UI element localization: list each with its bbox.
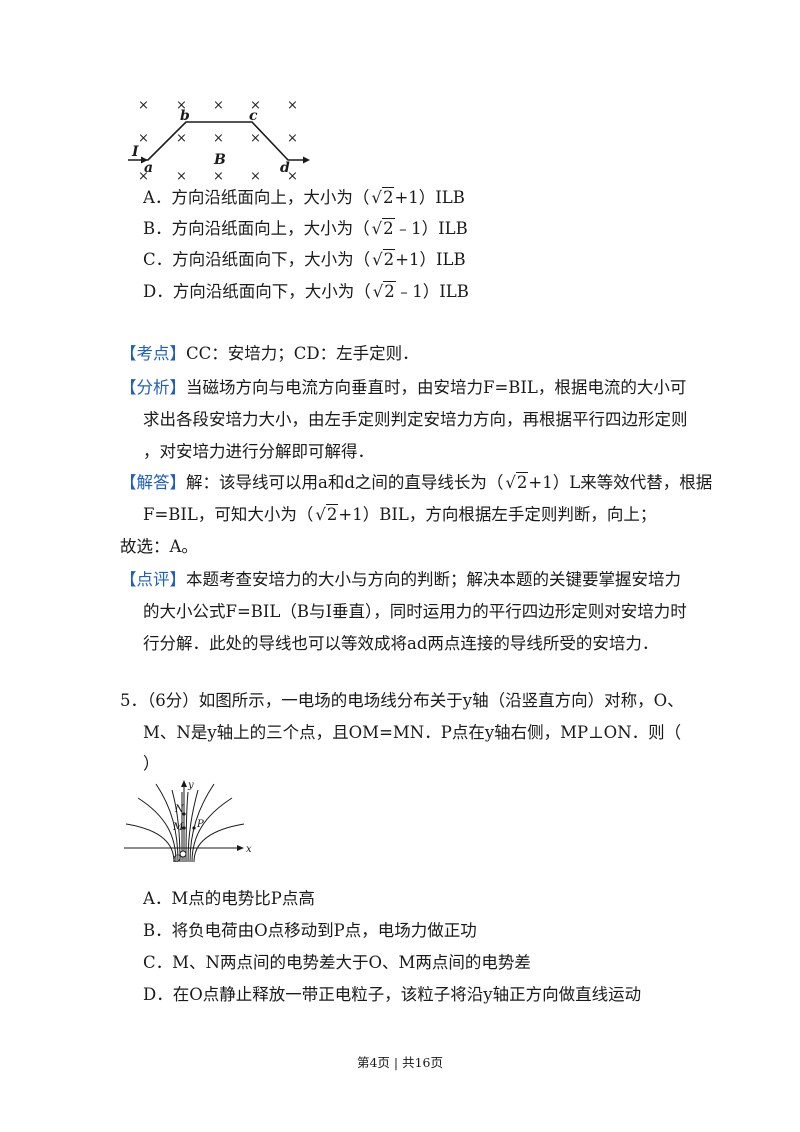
label-P: P (196, 819, 204, 830)
dianping-line-3: 行分解．此处的导线也可以等效成将ad两点连接的导线所受的安培力． (143, 634, 659, 653)
field-cross: × (213, 131, 224, 146)
jieda-tag: 【解答】 (120, 473, 186, 492)
q5-option-a: A．M点的电势比P点高 (143, 889, 315, 908)
q5-stem-line-1: 5．（6分）如图所示，一电场的电场线分布关于y轴（沿竖直方向）对称，O、 (120, 691, 684, 710)
field-cross: × (138, 169, 149, 184)
q4-option-c: C．方向沿纸面向下，大小为（√2+1）ILB (143, 249, 466, 269)
label-a: a (144, 160, 153, 176)
field-line (189, 783, 215, 863)
sqrt-symbol: √2 (371, 218, 395, 238)
field-line (193, 823, 245, 863)
field-cross: × (176, 131, 187, 146)
point-M (182, 826, 186, 830)
x-axis-arrow (237, 845, 244, 851)
current-arrow-right (303, 156, 310, 164)
fenxi-line-2: 求出各段安培力大小，由左手定则判定安培力方向，再根据平行四边形定则 (143, 410, 688, 429)
sqrt-symbol: √2 (372, 281, 396, 301)
field-cross: × (287, 169, 298, 184)
field-line (137, 797, 177, 863)
field-cross: × (213, 169, 224, 184)
label-N: N (174, 804, 185, 815)
sqrt-symbol: √2 (372, 249, 396, 269)
field-cross: × (250, 98, 261, 113)
point-N (182, 812, 186, 816)
dianping-line-1: 【点评】本题考查安培力的大小与方向的判断；解决本题的关键要掌握安培力 (120, 570, 681, 589)
field-line (187, 789, 199, 863)
dianping-tag: 【点评】 (120, 570, 186, 589)
field-cross: × (287, 98, 298, 113)
fenxi-line-1: 【分析】当磁场方向与电流方向垂直时，由安培力F=BIL，根据电流的大小可 (120, 378, 687, 397)
field-cross: × (250, 169, 261, 184)
q5-option-b: B．将负电荷由O点移动到P点，电场力做正功 (143, 921, 477, 940)
q5-option-d: D．在O点静止释放一带正电粒子，该粒子将沿y轴正方向做直线运动 (143, 985, 642, 1004)
magnetic-field-crosses: × × × × × × × × × × × × × × × (138, 98, 298, 184)
q5-stem-line-3: ） (143, 754, 160, 773)
jieda-line-1: 【解答】解：该导线可以用a和d之间的直导线长为（√2+1）L来等效代替，根据 (120, 472, 713, 492)
label-x: x (246, 844, 252, 855)
jieda-line-2: F=BIL，可知大小为（√2+1）BIL，方向根据左手定则判断，向上； (143, 504, 657, 524)
field-line (125, 823, 175, 863)
page-footer: 第4页 | 共16页 (356, 1055, 444, 1070)
q4-option-a: A．方向沿纸面向上，大小为（√2+1）ILB (143, 187, 465, 207)
label-O: O (173, 854, 181, 864)
kaodian-section: 【考点】CC：安培力；CD：左手定则． (120, 344, 419, 363)
field-cross: × (138, 131, 149, 146)
q5-stem-line-2: M、N是y轴上的三个点，且OM=MN．P点在y轴右侧，MP⊥ON．则（ (143, 723, 682, 742)
field-line (155, 783, 179, 863)
label-y: y (187, 780, 194, 791)
fenxi-tag: 【分析】 (120, 378, 186, 397)
label-B: B (213, 152, 226, 168)
fenxi-line-3: ，对安培力进行分解即可解得． (143, 442, 374, 461)
sqrt-symbol: √2 (505, 472, 529, 492)
field-cross: × (176, 169, 187, 184)
dianping-line-2: 的大小公式F=BIL（B与I垂直），同时运用力的平行四边形定则对安培力时 (143, 602, 687, 621)
q4-option-b: B．方向沿纸面向上，大小为（√2﹣1）ILB (143, 218, 468, 238)
point-P (192, 826, 196, 830)
label-M: M (172, 822, 184, 833)
jieda-line-3: 故选：A。 (120, 537, 198, 556)
field-line (185, 791, 189, 863)
current-arrow-left (141, 156, 148, 164)
wire-magnetic-field-figure: × × × × × × × × × × × × × × × I a b c d … (128, 98, 310, 184)
field-cross: × (138, 98, 149, 113)
electric-field-figure: y x N M P O (124, 780, 252, 864)
q5-option-c: C．M、N两点间的电势差大于O、M两点间的电势差 (143, 953, 531, 972)
field-cross: × (287, 131, 298, 146)
field-line (191, 797, 233, 863)
sqrt-symbol: √2 (371, 187, 395, 207)
label-c: c (249, 108, 258, 124)
label-d: d (280, 160, 290, 176)
kaodian-tag: 【考点】 (120, 344, 186, 363)
point-O (179, 850, 187, 858)
sqrt-symbol: √2 (315, 504, 339, 524)
label-I: I (131, 144, 139, 160)
y-axis-arrow (181, 780, 187, 787)
field-cross: × (176, 98, 187, 113)
q4-option-d: D．方向沿纸面向下，大小为（√2﹣1）ILB (143, 281, 469, 301)
label-b: b (180, 108, 190, 124)
field-cross: × (213, 98, 224, 113)
field-cross: × (250, 131, 261, 146)
